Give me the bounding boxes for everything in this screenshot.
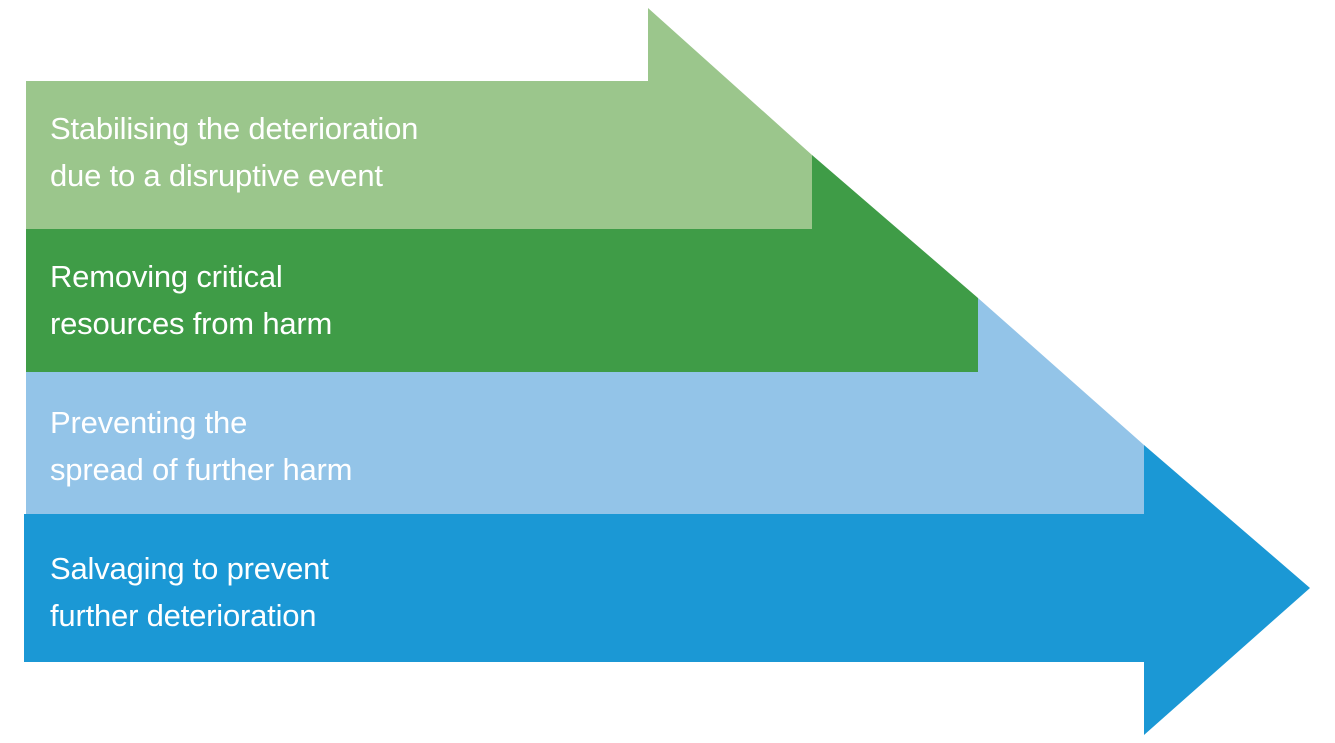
arrow-band-preventing[interactable]	[26, 298, 1144, 514]
arrow-band-salvaging[interactable]	[24, 445, 1310, 735]
arrow-band-removing[interactable]	[26, 155, 978, 372]
arrow-band-stabilising[interactable]	[26, 8, 812, 229]
